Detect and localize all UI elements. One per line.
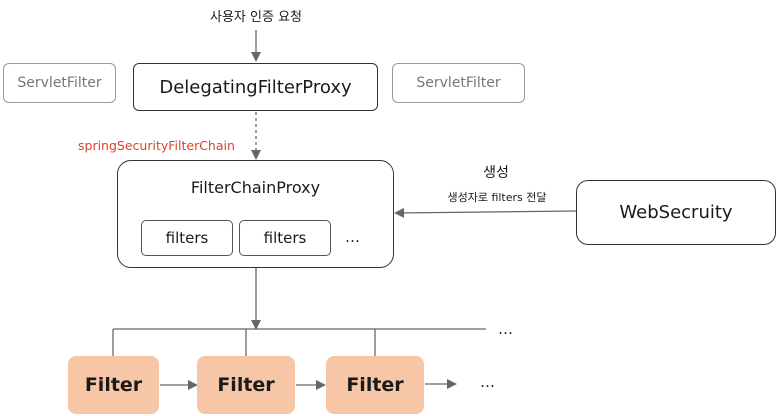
create-sub-label: 생성자로 filters 전달 [447, 191, 547, 204]
filter-box-3-label: Filter [346, 374, 404, 396]
filter-box-2-label: Filter [217, 374, 275, 396]
servlet-filter-right-label: ServletFilter [416, 75, 501, 91]
websecurity-label: WebSecruity [619, 202, 733, 223]
filters-more: … [345, 228, 360, 246]
filter-box-1: Filter [68, 356, 159, 414]
delegating-filter-proxy-label: DelegatingFilterProxy [159, 76, 352, 98]
filter-box-1-label: Filter [84, 374, 143, 396]
arrow-websecurity-to-chain [394, 207, 577, 218]
servlet-filter-left-label: ServletFilter [17, 75, 102, 91]
delegating-filter-proxy-box: DelegatingFilterProxy [133, 63, 378, 111]
filters-box-2: filters [239, 220, 331, 256]
filters-box-1-label: filters [165, 229, 209, 247]
filters-box-2-label: filters [263, 229, 307, 247]
websecurity-box: WebSecruity [576, 180, 776, 245]
chain-name-label: springSecurityFilterChain [78, 138, 235, 153]
bus-more: … [498, 320, 513, 338]
filter-more: … [480, 373, 495, 391]
request-label: 사용자 인증 요청 [210, 10, 302, 25]
filter-box-2: Filter [197, 356, 295, 414]
filters-box-1: filters [141, 220, 233, 256]
filter-box-3: Filter [326, 356, 424, 414]
servlet-filter-right: ServletFilter [392, 63, 525, 103]
servlet-filter-left: ServletFilter [3, 63, 116, 103]
create-label: 생성 [483, 165, 509, 181]
filter-chain-proxy-label: FilterChainProxy [190, 178, 321, 197]
